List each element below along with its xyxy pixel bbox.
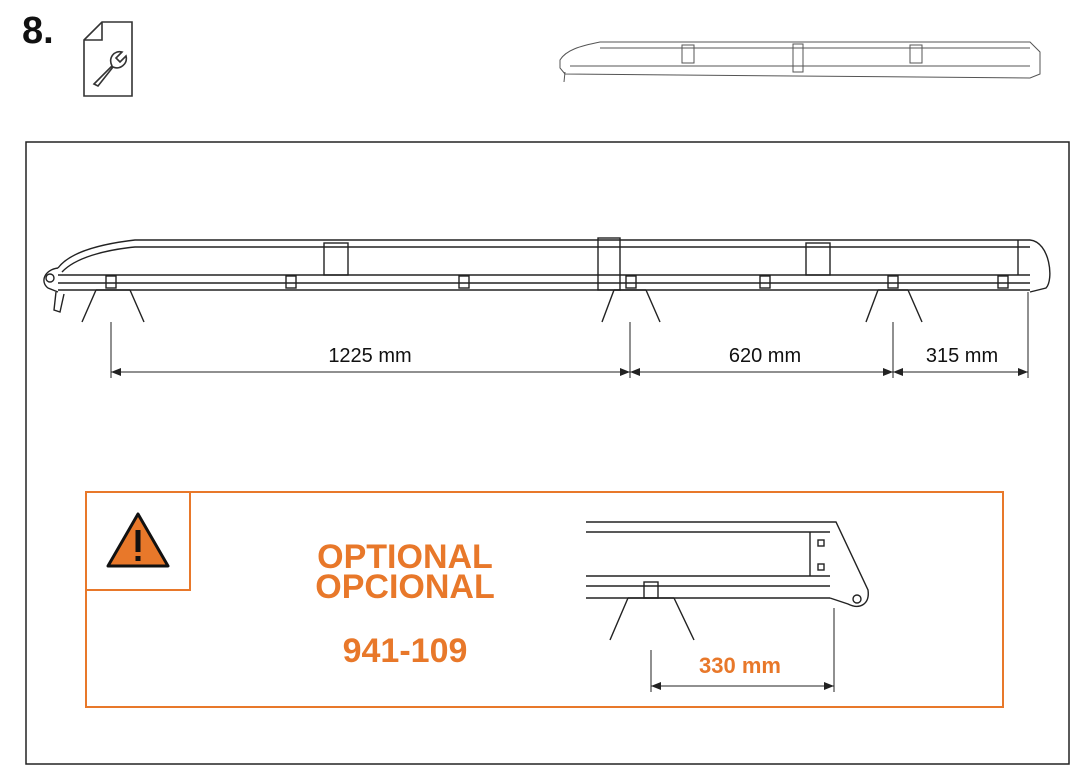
optional-title-en: OPTIONAL <box>317 538 493 576</box>
dimension-arrows <box>111 368 1028 376</box>
detail-dimension-line <box>650 608 835 692</box>
detail-dimension-arrows <box>651 682 834 690</box>
front-span-label: 1225 mm <box>328 345 411 367</box>
wrench-document-icon <box>83 21 133 97</box>
roof-rail-drawing <box>43 237 1051 323</box>
overview-thumbnail <box>559 41 1041 83</box>
step-number: 8. <box>22 10 54 52</box>
rail-end-detail <box>586 521 869 641</box>
main-frame <box>25 141 1070 765</box>
warning-triangle-icon <box>106 512 170 568</box>
part-number: 941-109 <box>343 632 468 670</box>
optional-title-es: OPCIONAL <box>315 568 494 606</box>
optional-panel <box>85 491 1004 708</box>
rear-span-label: 315 mm <box>926 345 998 367</box>
dimension-lines <box>110 292 1029 378</box>
middle-span-label: 620 mm <box>729 345 801 367</box>
warning-box <box>85 491 191 591</box>
detail-dimension-label: 330 mm <box>699 653 781 678</box>
